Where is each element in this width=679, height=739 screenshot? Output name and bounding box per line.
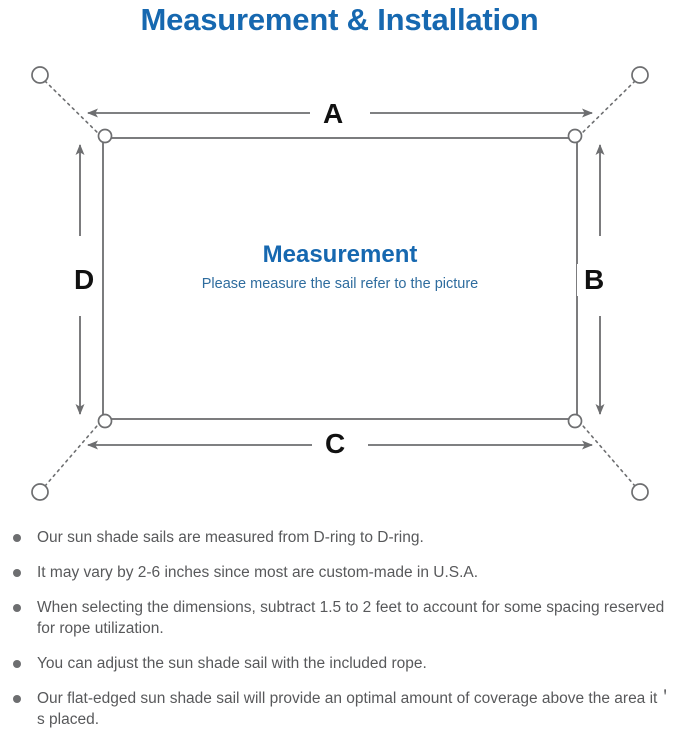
anchor-point-top-right-icon: [631, 66, 649, 84]
list-item: Our flat-edged sun shade sail will provi…: [10, 688, 675, 730]
list-item: It may vary by 2-6 inches since most are…: [10, 562, 675, 583]
anchor-point-top-left-icon: [31, 66, 49, 84]
d-ring-top-right-icon: [567, 128, 583, 144]
bullet-icon: [13, 534, 21, 542]
d-rings: [97, 128, 583, 429]
notes-list: Our sun shade sails are measured from D-…: [10, 527, 675, 730]
rope-top-right: [576, 80, 636, 139]
anchor-point-bottom-right-icon: [631, 483, 649, 501]
list-item-text: It may vary by 2-6 inches since most are…: [37, 564, 479, 581]
rope-bottom-left: [44, 418, 104, 487]
d-ring-bottom-left-icon: [97, 413, 113, 429]
list-item-text: Our sun shade sails are measured from D-…: [37, 529, 424, 546]
anchor-points: [31, 66, 649, 501]
list-item: You can adjust the sun shade sail with t…: [10, 653, 675, 674]
dimension-label-b: B: [577, 264, 612, 296]
rope-top-left: [44, 80, 104, 139]
rope-lines: [44, 80, 636, 487]
bullet-icon: [13, 569, 21, 577]
page-title: Measurement & Installation: [140, 2, 539, 37]
bullet-icon: [13, 660, 21, 668]
list-item: When selecting the dimensions, subtract …: [10, 597, 675, 639]
d-ring-bottom-right-icon: [567, 413, 583, 429]
list-item: Our sun shade sails are measured from D-…: [10, 527, 675, 548]
list-item-text: Our flat-edged sun shade sail will provi…: [37, 690, 673, 728]
dimension-label-a: A: [316, 98, 351, 130]
bullet-icon: [13, 695, 21, 703]
sail-panel: [102, 137, 578, 420]
list-item-text: When selecting the dimensions, subtract …: [37, 599, 665, 637]
d-ring-top-left-icon: [97, 128, 113, 144]
sail-measurement-diagram: [0, 46, 679, 516]
dimension-label-d: D: [67, 264, 102, 296]
list-item-text: You can adjust the sun shade sail with t…: [37, 655, 427, 672]
anchor-point-bottom-left-icon: [31, 483, 49, 501]
bullet-icon: [13, 604, 21, 612]
rope-bottom-right: [576, 418, 636, 487]
dimension-label-c: C: [318, 428, 353, 460]
